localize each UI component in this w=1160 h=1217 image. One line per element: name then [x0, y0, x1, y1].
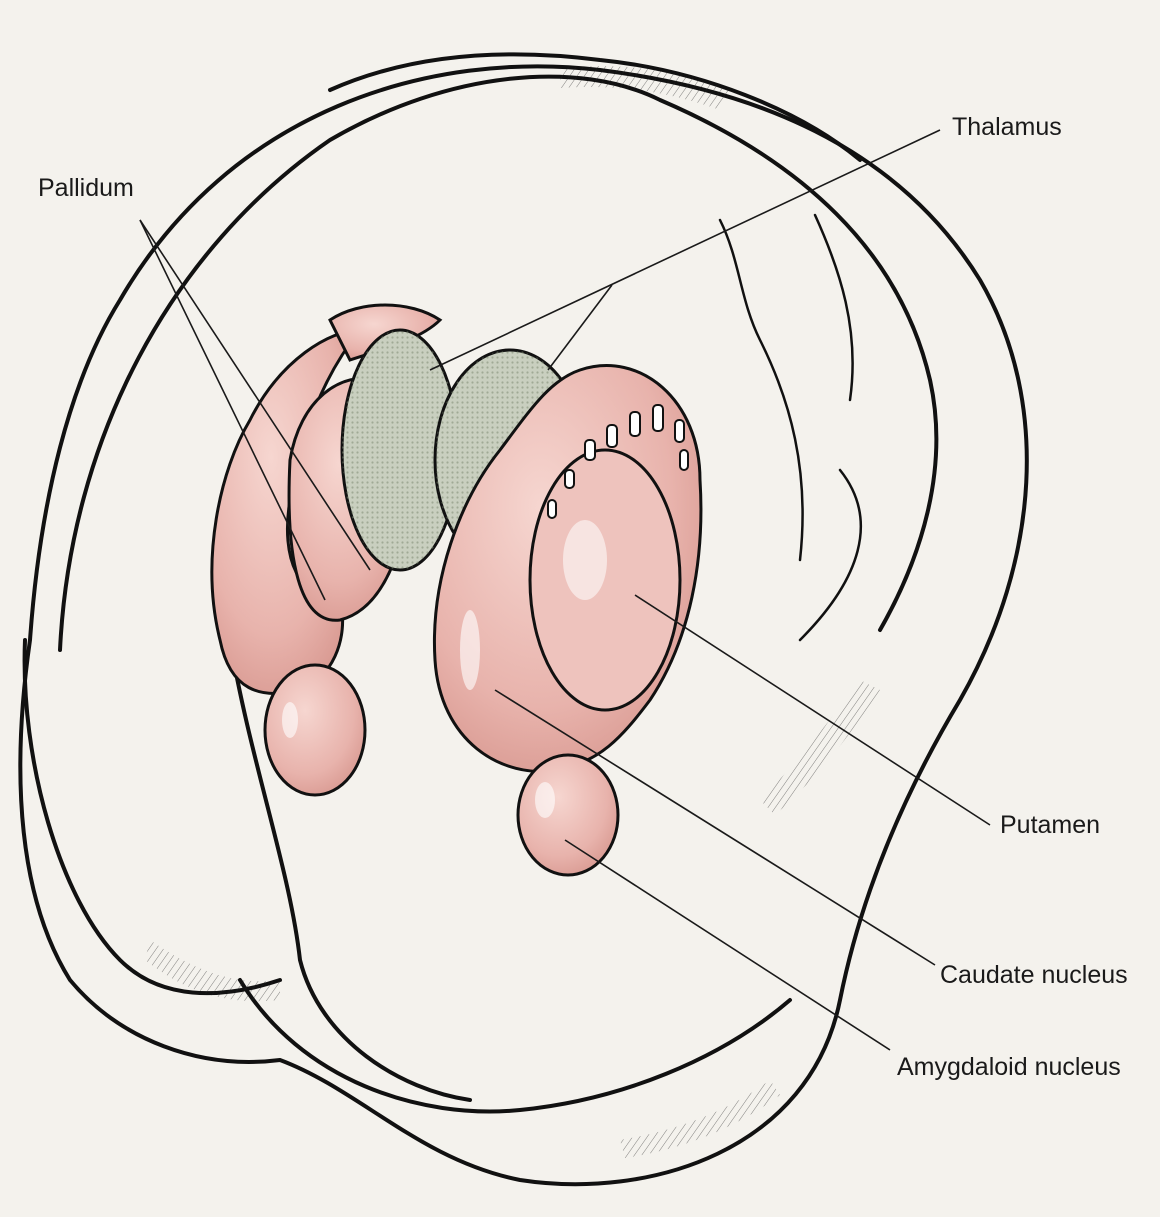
- putamen-right: [530, 450, 680, 710]
- sulcus-1: [720, 220, 803, 560]
- sulcus-2: [815, 215, 853, 400]
- thalamus-leader-2: [548, 285, 612, 370]
- label-pallidum: Pallidum: [38, 176, 134, 201]
- temporal-lobe: [240, 980, 790, 1111]
- amygdala-left: [265, 665, 365, 795]
- sulcus-3: [800, 470, 861, 640]
- thalamus-leader-1: [430, 130, 940, 370]
- label-thalamus: Thalamus: [952, 115, 1062, 140]
- label-putamen: Putamen: [1000, 813, 1100, 838]
- label-caudate-nucleus: Caudate nucleus: [940, 963, 1128, 988]
- putamen-leader: [635, 595, 990, 825]
- amygdaloid-leader: [565, 840, 890, 1050]
- label-amygdaloid-nucleus: Amygdaloid nucleus: [897, 1055, 1121, 1080]
- amygdala-right: [518, 755, 618, 875]
